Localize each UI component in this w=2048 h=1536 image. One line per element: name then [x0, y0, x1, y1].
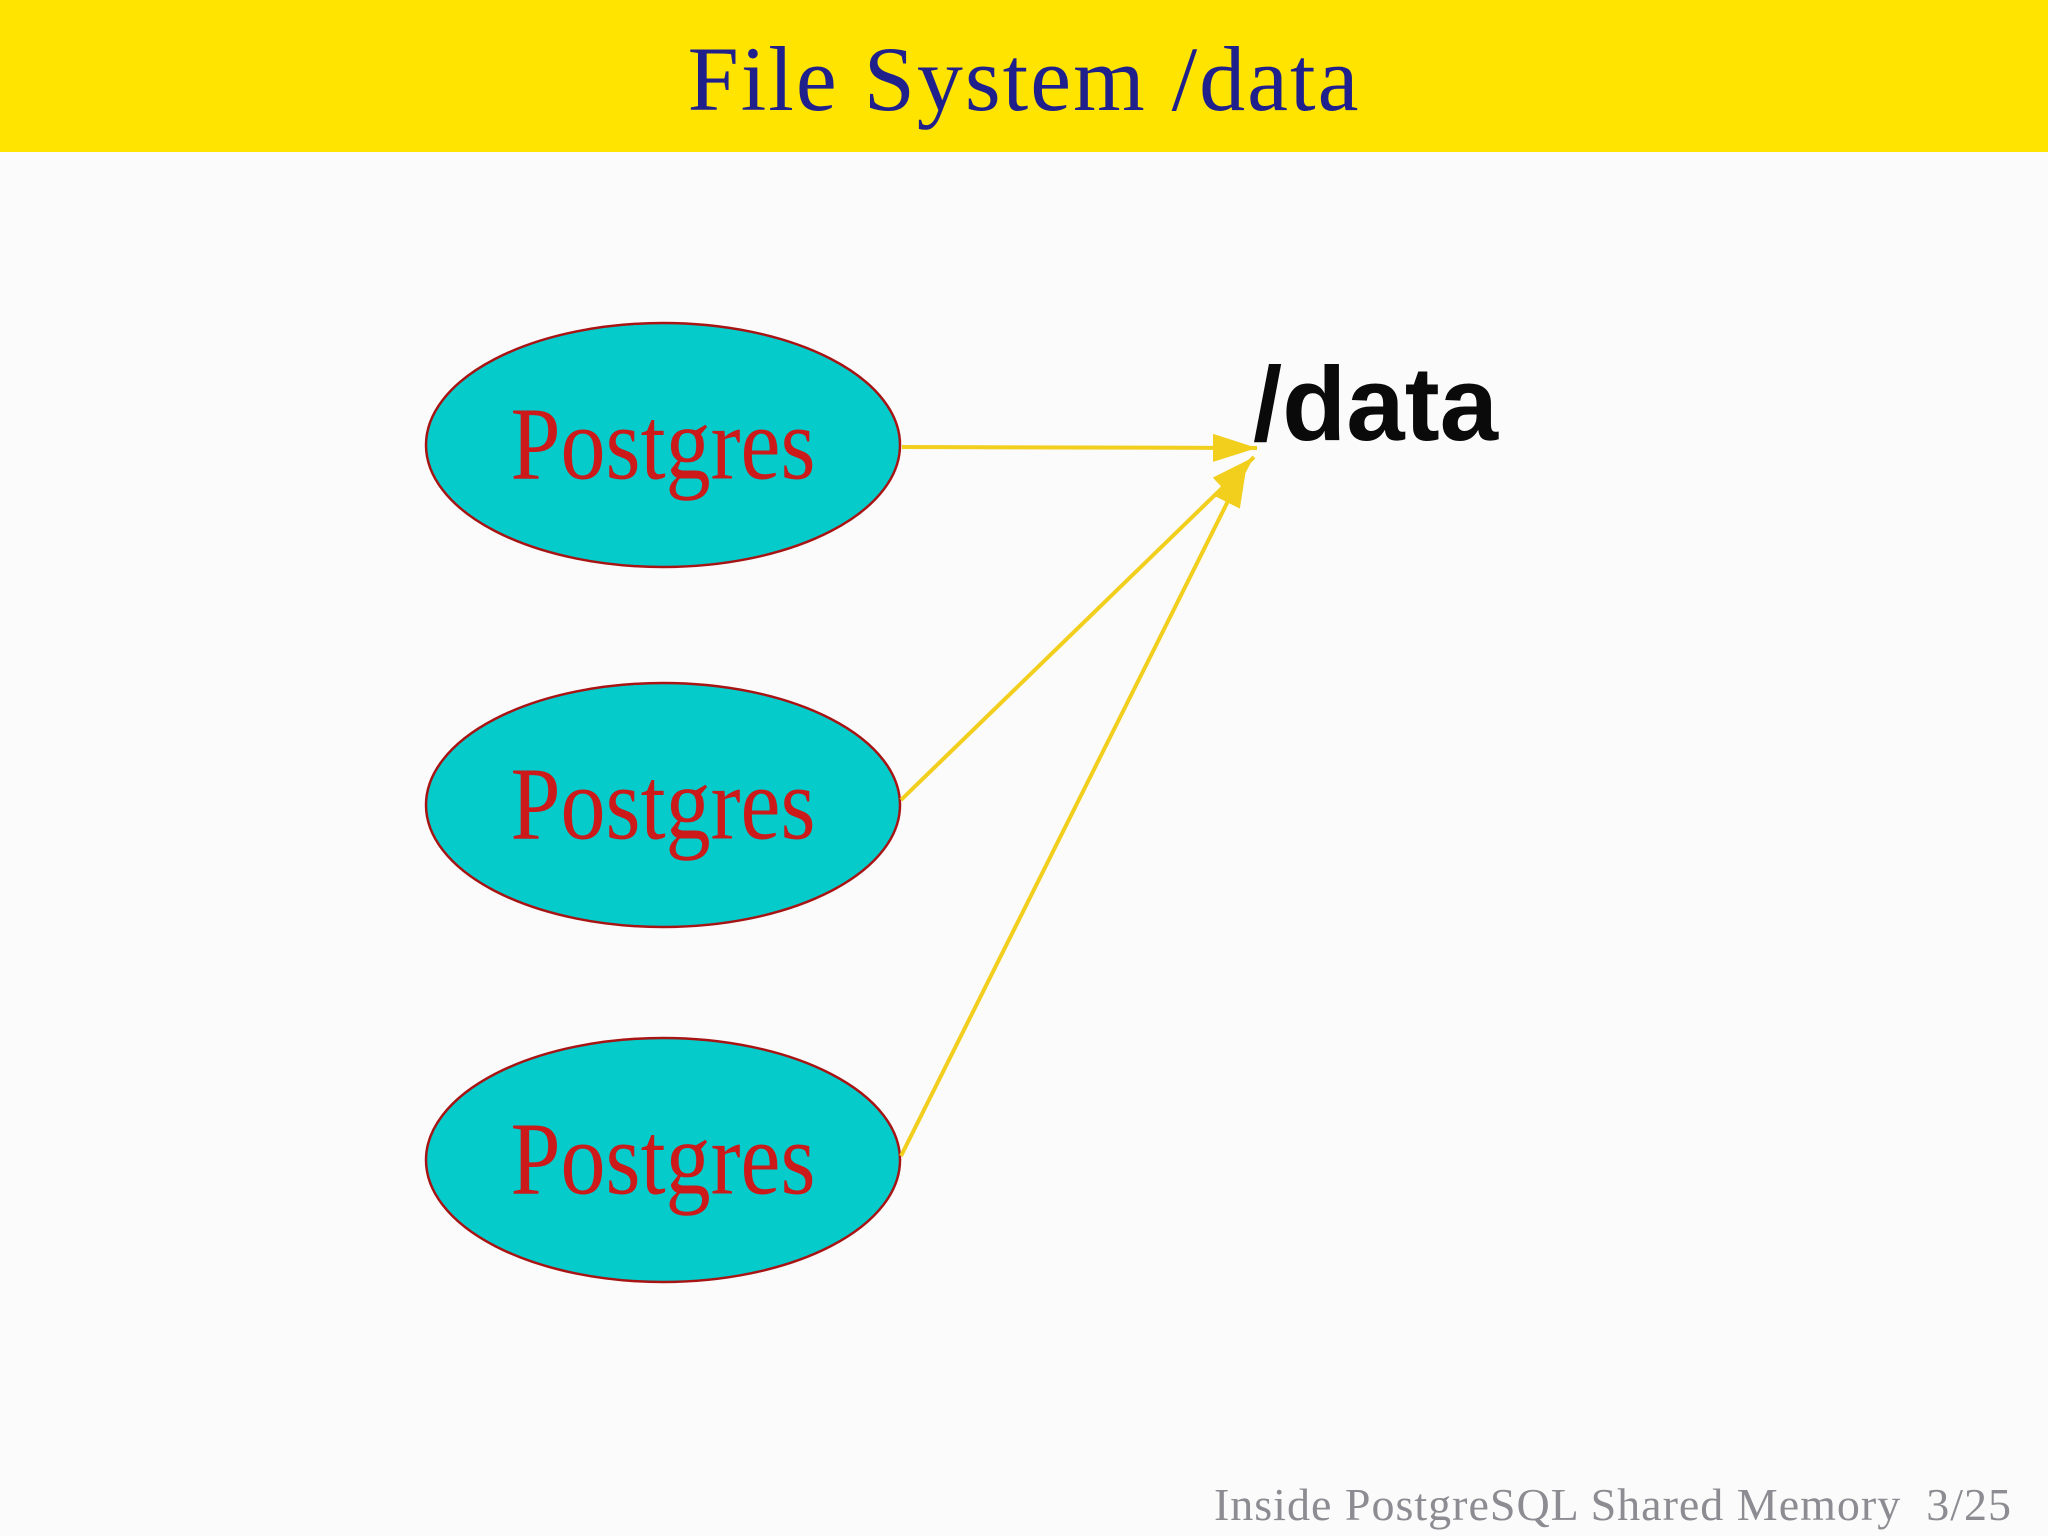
slide-title: File System /data — [687, 28, 1361, 130]
postgres-node-ellipse-1 — [424, 321, 902, 569]
slide-footer: Inside PostgreSQL Shared Memory 3/25 — [1213, 1479, 2012, 1530]
postgres-node-ellipse-3 — [424, 1036, 902, 1284]
edge-postgres-3-to-data — [899, 462, 1249, 1157]
postgres-node-ellipse-2 — [424, 681, 902, 929]
slide-header-bar: File System /data — [0, 0, 2048, 152]
postgres-node-label-1: Postgres — [510, 387, 816, 502]
postgres-node-label-3: Postgres — [510, 1102, 816, 1217]
edge-postgres-2-to-data — [899, 455, 1256, 802]
edge-postgres-1-to-data — [901, 433, 1258, 462]
postgres-node-label-2: Postgres — [510, 747, 816, 862]
data-directory-label: /data — [1253, 346, 1499, 463]
